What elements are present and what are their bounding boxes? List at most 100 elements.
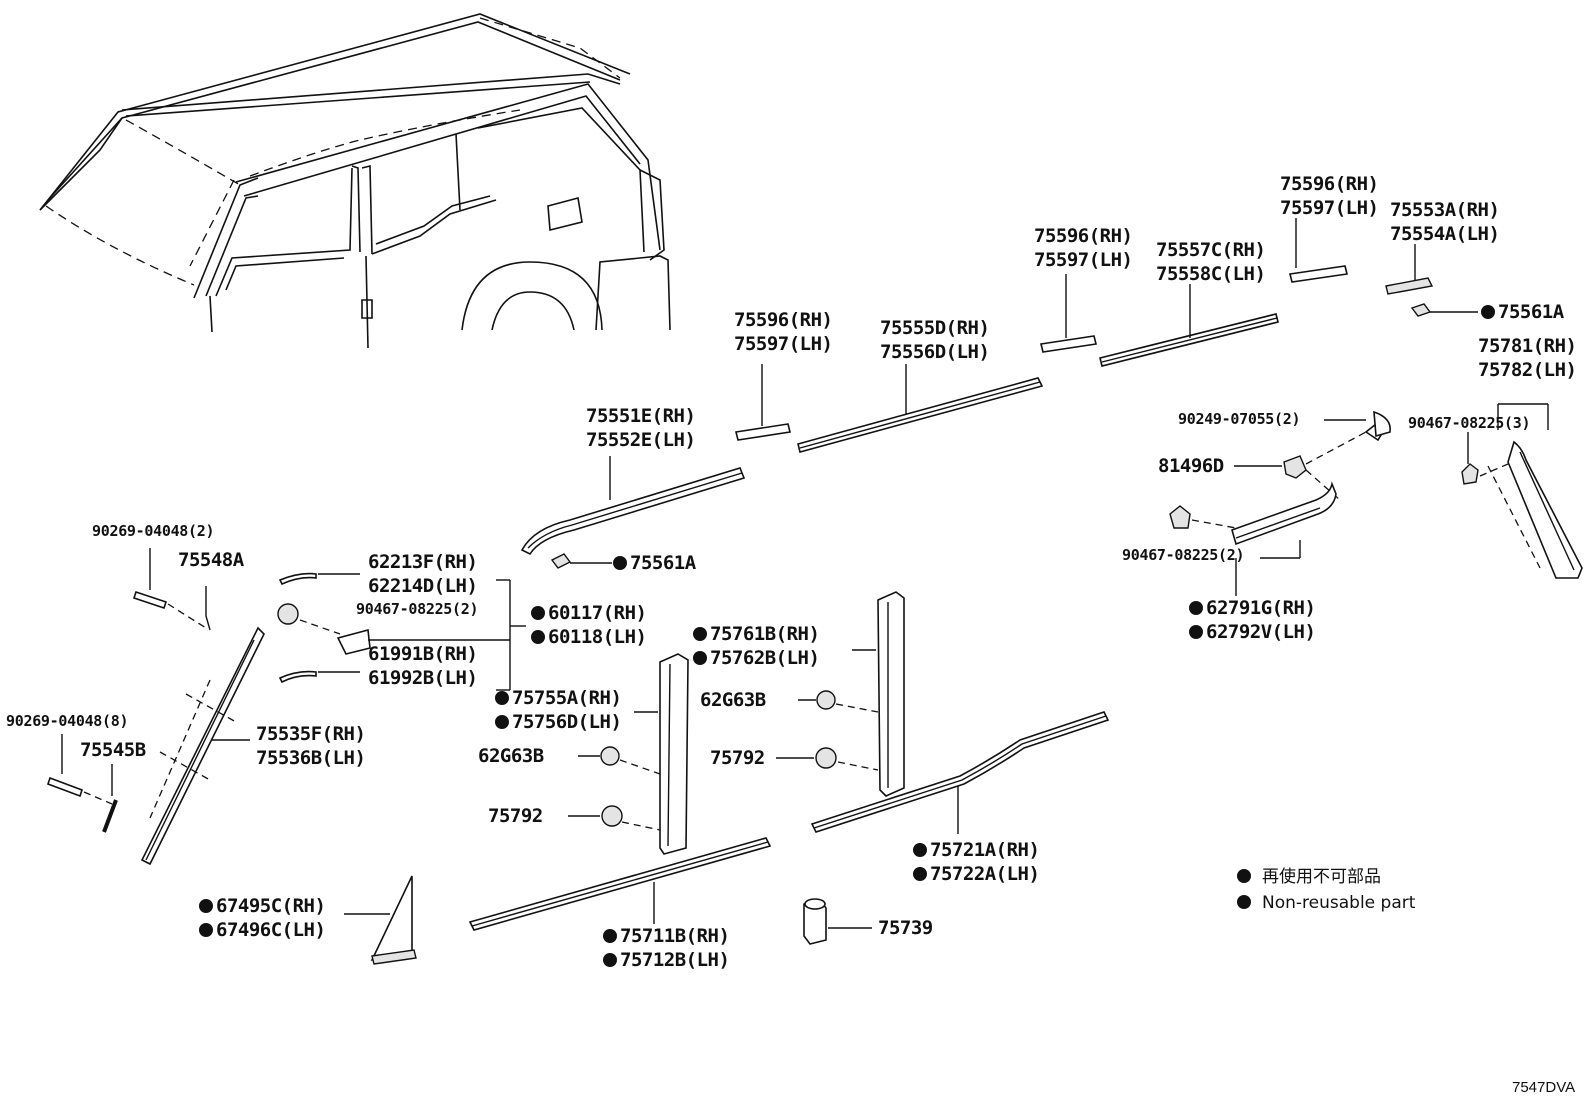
- clip-75561a-top: [1410, 303, 1478, 317]
- label-75554a-lh: 75554A(LH): [1390, 223, 1499, 245]
- label-90467-08225-2b: 90467-08225(2): [356, 600, 478, 618]
- label-75551e-rh: 75551E(RH): [586, 405, 695, 427]
- label-90467-08225-3: 90467-08225(3): [1408, 414, 1530, 432]
- pillar-molding-75535f: [140, 626, 265, 866]
- belt-molding-75721a: [810, 711, 1110, 834]
- non-reusable-marker: [495, 691, 509, 705]
- label-group-top-right: 75596(RH) 75597(LH) 75553A(RH) 75554A(LH…: [734, 173, 1577, 381]
- non-reusable-marker: [1189, 601, 1203, 615]
- molding-pad-75596-a: [1289, 218, 1348, 283]
- label-75721a-rh: 75721A(RH): [930, 839, 1039, 861]
- clip-75792-a: [568, 805, 661, 831]
- seal-75545b: [102, 764, 118, 833]
- legend-text-jp: 再使用不可部品: [1262, 866, 1381, 887]
- label-61991b-rh: 61991B(RH): [368, 643, 477, 665]
- label-75557c-rh: 75557C(RH): [1156, 239, 1265, 261]
- molding-front-75551e: [520, 456, 746, 556]
- legend-marker: [1237, 895, 1251, 909]
- legend-marker: [1237, 869, 1251, 883]
- label-75561a-mid: 75561A: [630, 552, 697, 574]
- label-group-center: 75761B(RH) 75762B(LH) 75755A(RH) 75756D(…: [478, 623, 1040, 885]
- label-75756d-lh: 75756D(LH): [512, 711, 621, 733]
- non-reusable-marker: [1481, 305, 1495, 319]
- label-75597-c-lh: 75597(LH): [734, 333, 832, 355]
- clip-62g63b-b: [798, 690, 879, 713]
- clip-90467-08225-2a: [1169, 505, 1237, 529]
- clip-75792-b: [776, 747, 879, 771]
- non-reusable-marker: [913, 867, 927, 881]
- non-reusable-marker: [1189, 625, 1203, 639]
- label-75596-a-rh: 75596(RH): [1280, 173, 1378, 195]
- non-reusable-marker: [613, 556, 627, 570]
- clip-90467-08225-2b: [277, 603, 341, 635]
- non-reusable-marker: [693, 627, 707, 641]
- label-75597-b-lh: 75597(LH): [1034, 249, 1132, 271]
- label-75781-rh: 75781(RH): [1478, 335, 1576, 357]
- label-75762b-lh: 75762B(LH): [710, 647, 819, 669]
- label-group-right-mid: 90249-07055(2) 90467-08225(3) 75551E(RH)…: [586, 405, 1531, 643]
- molding-pad-75596-c: [735, 364, 791, 441]
- label-81496d: 81496D: [1158, 455, 1224, 477]
- label-90249-07055: 90249-07055(2): [1178, 410, 1300, 428]
- label-75782-lh: 75782(LH): [1478, 359, 1576, 381]
- molding-end-75553a: [1385, 244, 1434, 295]
- label-62792v-lh: 62792V(LH): [1206, 621, 1315, 643]
- label-90269-04048-8: 90269-04048(8): [6, 712, 128, 730]
- label-75545b: 75545B: [80, 739, 146, 761]
- label-90269-04048-2: 90269-04048(2): [92, 522, 214, 540]
- screw-90269-04048-2: [132, 548, 207, 629]
- screw-90269-04048-8: [46, 734, 113, 805]
- legend: 再使用不可部品 Non-reusable part: [1237, 866, 1416, 913]
- label-75596-b-rh: 75596(RH): [1034, 225, 1132, 247]
- non-reusable-marker: [531, 630, 545, 644]
- label-75712b-lh: 75712B(LH): [620, 949, 729, 971]
- label-75761b-rh: 75761B(RH): [710, 623, 819, 645]
- label-75558c-lh: 75558C(LH): [1156, 263, 1265, 285]
- label-62g63b-a: 62G63B: [478, 745, 544, 767]
- molding-piece-61991b: [278, 670, 360, 684]
- clip-75548a: [205, 586, 211, 631]
- label-75755a-rh: 75755A(RH): [512, 687, 621, 709]
- molding-strip-75557c: [1099, 284, 1279, 367]
- label-75792-b: 75792: [710, 747, 765, 769]
- clip-90467-08225-3: [1461, 432, 1509, 485]
- non-reusable-marker: [531, 606, 545, 620]
- label-75561a-top: 75561A: [1498, 301, 1565, 323]
- legend-text-en: Non-reusable part: [1262, 893, 1416, 913]
- molding-strip-75555d: [797, 364, 1044, 453]
- label-75536b-lh: 75536B(LH): [256, 747, 365, 769]
- label-67496c-lh: 67496C(LH): [216, 919, 325, 941]
- label-group-left: 90269-04048(2) 75548A 62213F(RH) 62214D(…: [6, 522, 697, 769]
- label-62791g-rh: 62791G(RH): [1206, 597, 1315, 619]
- pillar-garnish-75781: [1487, 403, 1583, 579]
- label-90467-08225-2a: 90467-08225(2): [1122, 546, 1244, 564]
- non-reusable-marker: [199, 923, 213, 937]
- label-75555d-rh: 75555D(RH): [880, 317, 989, 339]
- non-reusable-marker: [495, 715, 509, 729]
- non-reusable-marker: [603, 929, 617, 943]
- corner-piece-67495c: [344, 875, 417, 965]
- bracket-60117: [336, 579, 526, 691]
- molding-piece-62213f: [278, 572, 360, 586]
- label-75548a: 75548A: [178, 549, 245, 571]
- label-75596-c-rh: 75596(RH): [734, 309, 832, 331]
- reference-code: 7547DVA: [1512, 1079, 1575, 1096]
- belt-molding-75711b: [468, 837, 772, 931]
- clip-75561a-mid: [550, 553, 612, 569]
- label-75553a-rh: 75553A(RH): [1390, 199, 1499, 221]
- label-75739: 75739: [878, 917, 933, 939]
- label-62g63b-b: 62G63B: [700, 689, 766, 711]
- pillar-garnish-75755a: [634, 653, 689, 855]
- non-reusable-marker: [603, 953, 617, 967]
- pillar-garnish-75761b: [852, 591, 905, 797]
- label-60117-rh: 60117(RH): [548, 602, 646, 624]
- fender-molding-62791g: [1231, 481, 1337, 596]
- clip-81496d: [1234, 431, 1367, 501]
- cap-75739: [803, 898, 872, 945]
- non-reusable-marker: [199, 899, 213, 913]
- molding-pad-75596-b: [1040, 274, 1097, 353]
- label-75597-a-lh: 75597(LH): [1280, 197, 1378, 219]
- label-60118-lh: 60118(LH): [548, 626, 646, 648]
- label-75792-a: 75792: [488, 805, 543, 827]
